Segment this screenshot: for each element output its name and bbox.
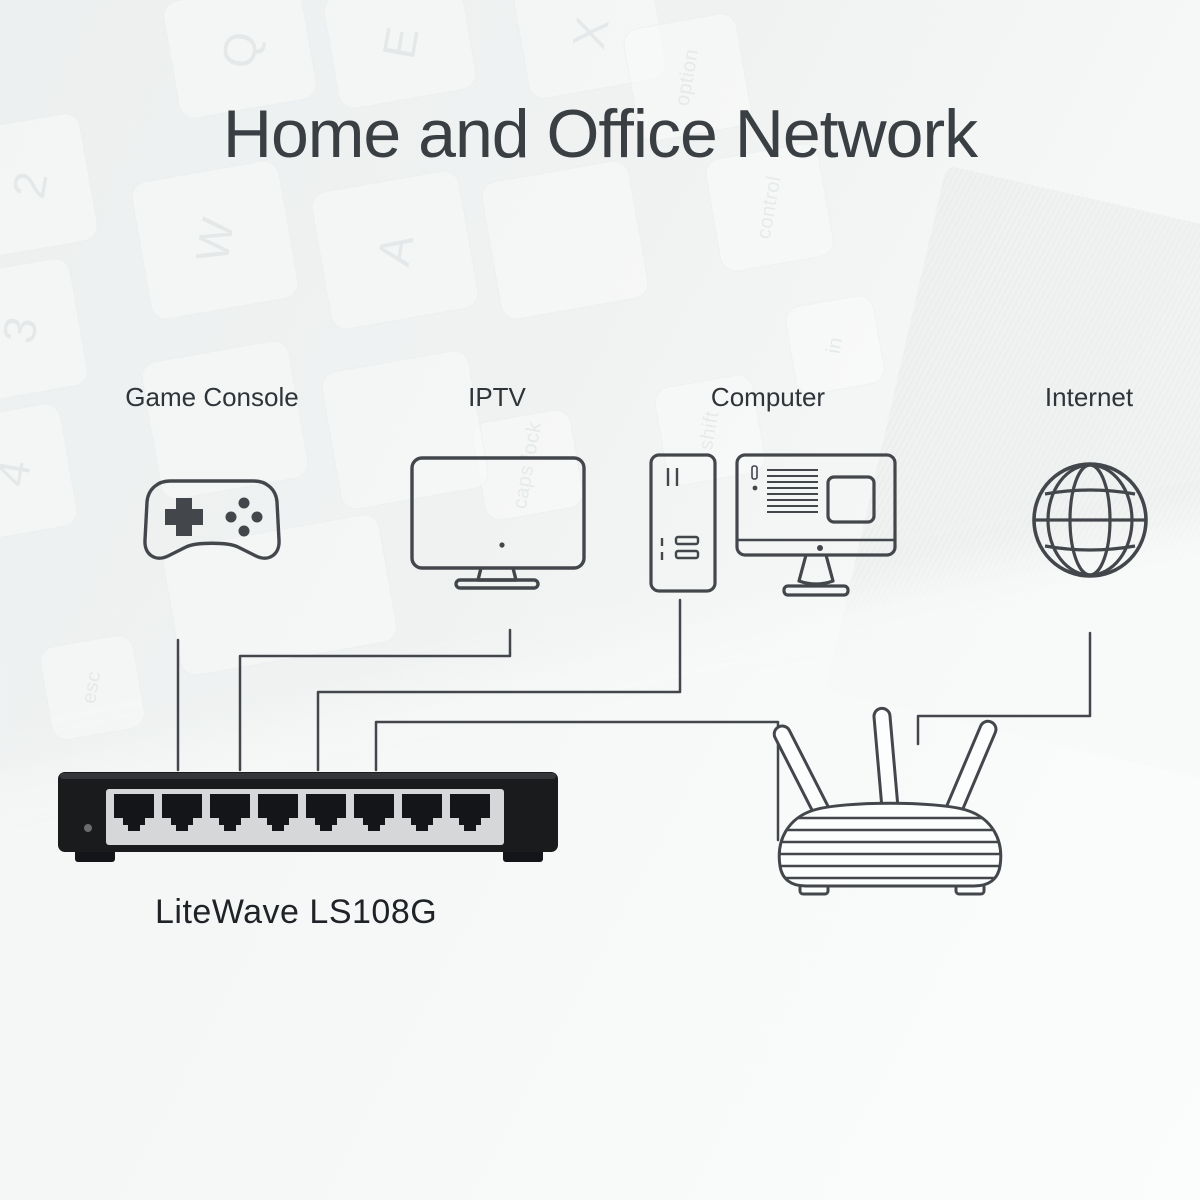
connection-lines <box>176 598 1092 842</box>
tower-details <box>660 468 700 560</box>
page-title: Home and Office Network <box>222 96 978 172</box>
label-iptv: IPTV <box>468 382 526 412</box>
router-stripes <box>779 816 1001 880</box>
line-computer-to-switch <box>316 598 682 772</box>
switch-model-label: LiteWave LS108G <box>155 893 438 931</box>
computer-icon <box>649 453 897 597</box>
internet-icon <box>1032 462 1148 578</box>
switch-led <box>84 824 92 832</box>
gamepad-buttons <box>225 497 263 537</box>
label-game-console: Game Console <box>125 382 299 412</box>
monitor-vents <box>767 469 818 513</box>
switch-top-highlight <box>60 773 556 779</box>
dpad <box>165 498 203 536</box>
label-internet: Internet <box>1044 382 1134 412</box>
router-body <box>777 801 1003 888</box>
label-computer: Computer <box>710 382 826 412</box>
switch-ports <box>114 794 490 831</box>
line-internet-to-router <box>916 631 1092 746</box>
line-iptv-to-switch <box>238 628 512 772</box>
router-illustration <box>772 706 1003 896</box>
line-switch-to-router <box>374 720 780 842</box>
iptv-icon <box>410 456 586 590</box>
router-antennas <box>772 706 998 830</box>
switch-illustration <box>58 772 558 862</box>
game-console-icon <box>143 479 281 560</box>
